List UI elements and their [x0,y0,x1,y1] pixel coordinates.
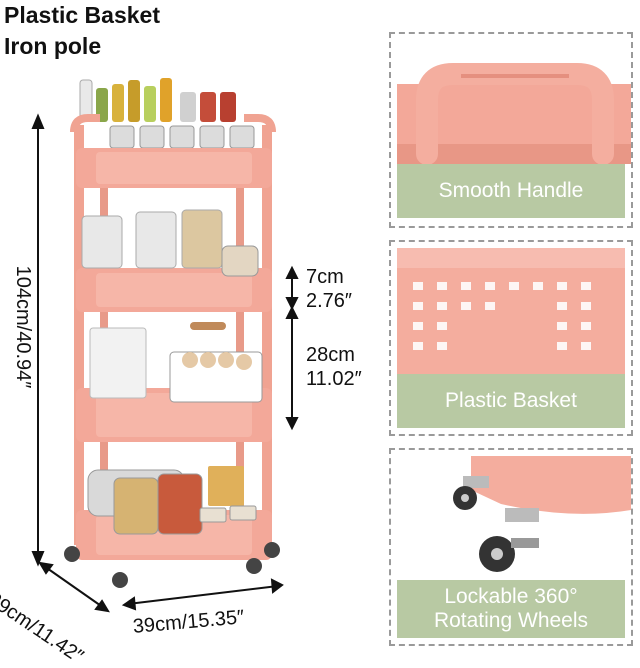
wheel-icon [453,476,489,510]
gap-main-cm-label: 28cm [306,344,355,366]
top-shelf-items [79,78,255,149]
wheels-label-line-1: Lockable 360° [444,585,578,608]
cart-illustration [64,78,280,588]
height-label: 104cm/40.94″ [12,265,34,389]
dimension-lines [31,113,299,613]
basket-1 [76,148,272,188]
feature-panel-basket: Plastic Basket [389,240,633,436]
wheels-illustration [453,456,631,572]
feature-panel-handle: Smooth Handle [389,32,633,228]
gap-main-in-label: 11.02″ [306,368,362,390]
gap-top-cm-label: 7cm [306,266,344,288]
wheels-label-line-2: Rotating Wheels [433,609,589,632]
title-line-1: Plastic Basket [4,2,160,28]
feature-label-handle: Smooth Handle [397,164,625,218]
gap-top-in-label: 2.76″ [306,290,353,312]
basket-2 [76,268,272,312]
wheel-icon [64,542,280,588]
lock-wheel-icon [479,508,539,572]
feature-label-wheels: Lockable 360° Rotating Wheels [397,580,625,638]
feature-panel-wheels: Lockable 360° Rotating Wheels [389,448,633,646]
basket-illustration [397,248,625,374]
feature-label-basket: Plastic Basket [397,374,625,428]
title-line-2: Iron pole [4,33,102,59]
